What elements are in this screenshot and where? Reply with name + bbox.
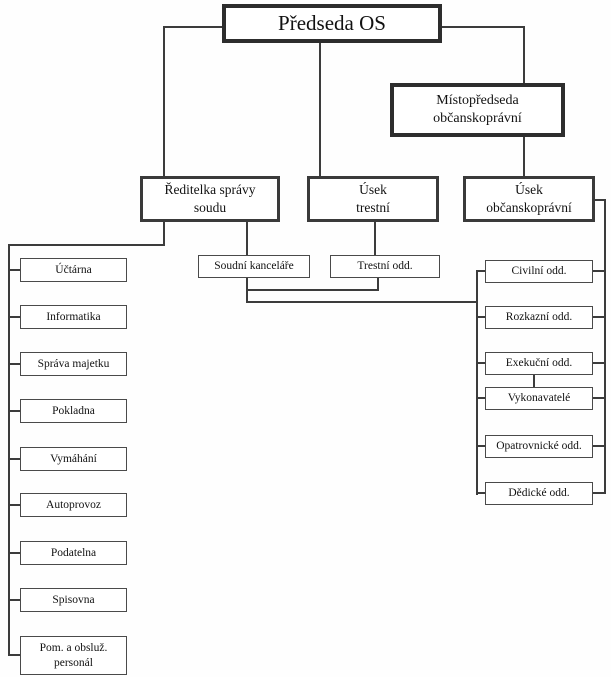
connector-line [476, 492, 485, 494]
connector-line [595, 199, 606, 201]
node-soudni-kancelare: Soudní kanceláře [198, 255, 310, 278]
connector-line [593, 397, 605, 399]
node-civilni-odd: Civilní odd. [485, 260, 593, 283]
connector-line [523, 137, 525, 176]
node-pom-a-obsluz-personal: Pom. a obsluž. personál [20, 636, 127, 675]
connector-line [476, 362, 485, 364]
node-reditelka-spravy-soudu: Ředitelka správy soudu [140, 176, 280, 222]
node-predseda-os: Předseda OS [222, 4, 442, 43]
connector-line [377, 278, 379, 291]
connector-line [319, 43, 321, 176]
connector-line [476, 270, 485, 272]
connector-line [593, 316, 605, 318]
connector-line [593, 270, 605, 272]
connector-line [8, 269, 20, 271]
connector-line [8, 654, 20, 656]
connector-line [442, 26, 525, 28]
connector-line [8, 599, 20, 601]
node-exekucni-odd: Exekuční odd. [485, 352, 593, 375]
node-autoprovoz: Autoprovoz [20, 493, 127, 517]
node-podatelna: Podatelna [20, 541, 127, 565]
connector-line [476, 270, 478, 495]
connector-line [604, 199, 606, 494]
connector-line [8, 244, 165, 246]
node-trestni-odd: Trestní odd. [330, 255, 440, 278]
connector-line [8, 458, 20, 460]
connector-line [163, 222, 165, 246]
connector-line [374, 222, 376, 255]
connector-line [8, 410, 20, 412]
connector-line [476, 445, 485, 447]
node-uctarna: Účtárna [20, 258, 127, 282]
node-mistopredseda-obcanskopravni: Místopředseda občanskoprávní [390, 83, 565, 137]
node-usek-obcanskopravni: Úsek občanskoprávní [463, 176, 595, 222]
node-opatrovnicke-odd: Opatrovnické odd. [485, 435, 593, 458]
node-rozkazni-odd: Rozkazní odd. [485, 306, 593, 329]
connector-line [246, 301, 478, 303]
connector-line [593, 492, 605, 494]
connector-line [8, 504, 20, 506]
connector-line [593, 445, 605, 447]
connector-line [523, 26, 525, 83]
connector-line [246, 289, 379, 291]
node-dedicke-odd: Dědické odd. [485, 482, 593, 505]
connector-line [8, 244, 10, 656]
connector-line [8, 363, 20, 365]
connector-line [476, 316, 485, 318]
node-pokladna: Pokladna [20, 399, 127, 423]
connector-line [593, 362, 605, 364]
node-vymahani: Vymáhání [20, 447, 127, 471]
node-informatika: Informatika [20, 305, 127, 329]
node-spisovna: Spisovna [20, 588, 127, 612]
node-vykonavatele: Vykonavatelé [485, 387, 593, 410]
connector-line [476, 397, 485, 399]
connector-line [8, 552, 20, 554]
node-sprava-majetku: Správa majetku [20, 352, 127, 376]
connector-line [533, 375, 535, 388]
node-usek-trestni: Úsek trestní [307, 176, 439, 222]
connector-line [163, 26, 165, 176]
connector-line [8, 316, 20, 318]
connector-line [163, 26, 222, 28]
connector-line [246, 222, 248, 255]
